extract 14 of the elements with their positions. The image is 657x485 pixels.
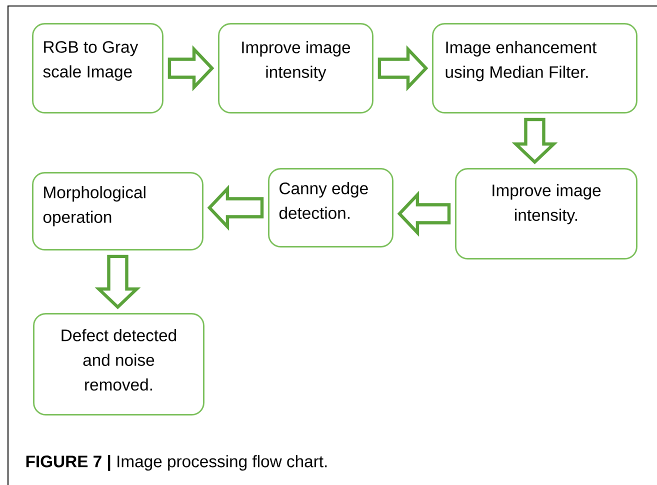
process-box: Improve image intensity. [455,168,638,260]
block-arrow [207,184,264,231]
process-box: Canny edge detection. [268,168,394,248]
block-arrow [168,45,214,92]
block-arrow [94,254,141,310]
block-arrow [397,190,451,237]
process-box: Morphological operation [32,172,204,250]
block-arrow [512,118,558,164]
process-box: Improve image intensity [218,23,374,114]
block-arrow [378,45,428,92]
process-box: Image enhancement using Median Filter. [432,23,638,114]
figure-caption: FIGURE 7 | Image processing flow chart. [26,455,327,471]
process-box: Defect detected and noise removed. [33,313,204,416]
process-box: RGB to Gray scale Image [32,23,164,114]
